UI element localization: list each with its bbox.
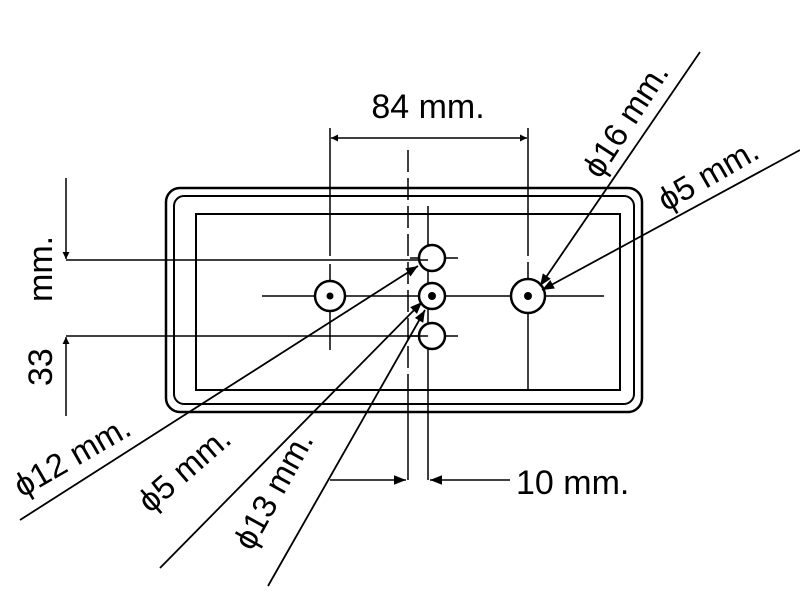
dimension-84-label: 84 mm. [371, 88, 484, 126]
callout-left-upper-hole: ϕ12 mm. [7, 408, 137, 504]
leaders [19, 51, 800, 587]
dimension-33-unit: mm. [22, 236, 60, 302]
callout-center-lower-hole: ϕ13 mm. [226, 425, 321, 555]
center-hole-center [428, 292, 436, 300]
dimension-33: 33 mm. [22, 178, 428, 416]
dimension-33-value: 33 [22, 348, 60, 386]
callout-right-small-hole: ϕ5 mm. [651, 131, 765, 218]
housing-outline [164, 186, 644, 414]
leader-left-upper-hole [19, 265, 419, 521]
holes [313, 243, 547, 351]
middle-frame [173, 195, 635, 405]
dimension-10: 10 mm. [330, 390, 629, 502]
leader-center-small-hole [159, 301, 423, 569]
leader-right-small-hole [541, 149, 800, 291]
left-hole-center [326, 292, 334, 300]
dimension-10-label: 10 mm. [516, 464, 629, 502]
leader-right-large-hole [539, 51, 701, 287]
dimension-84: 84 mm. [329, 88, 529, 256]
outer-frame [164, 186, 644, 414]
center-lines [262, 150, 604, 480]
upper-hole [417, 243, 447, 273]
right-hole-center [524, 292, 532, 300]
leader-center-lower-hole [267, 309, 426, 587]
callout-right-large-hole: ϕ16 mm. [575, 56, 676, 184]
